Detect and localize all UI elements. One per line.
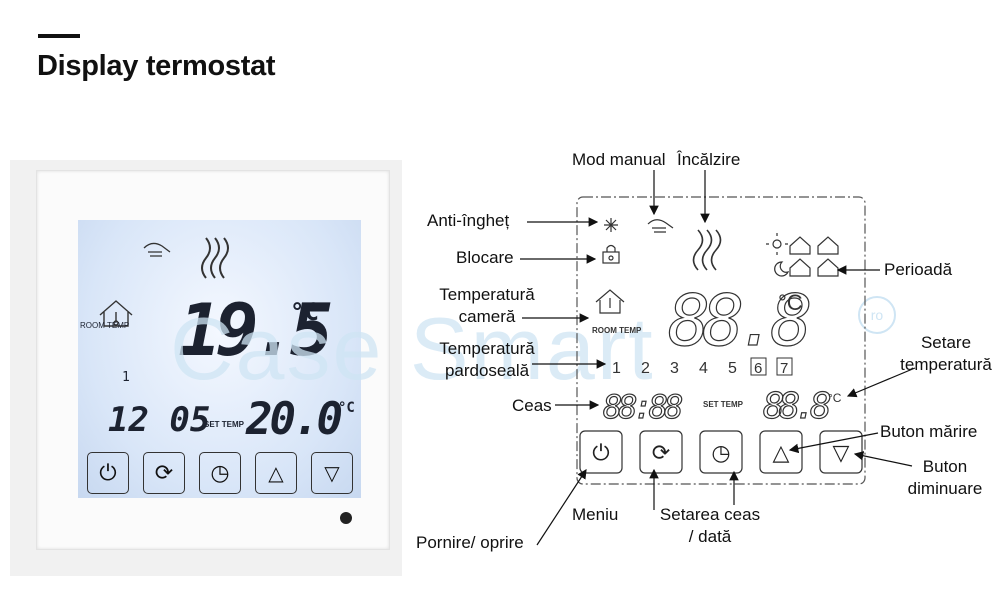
hand-icon: [143, 242, 171, 257]
day-1: 1: [612, 360, 621, 377]
lock-icon: [602, 244, 620, 264]
main-digits: 88.8: [668, 280, 809, 362]
snowflake-icon: [604, 218, 618, 232]
away-night-icon: [817, 258, 839, 277]
clock-icon: ◷: [711, 441, 730, 466]
main-unit: °C: [778, 290, 803, 315]
cycle-icon: ⟳: [154, 460, 174, 485]
menu-button-outline: [639, 430, 683, 474]
thermostat-lcd: ROOM TEMP 19.5 °C 1 12 05 SET TEMP 20.0 …: [78, 220, 361, 498]
room-temp-label: ROOM TEMP: [592, 326, 642, 335]
set-temp-unit: °C: [338, 400, 355, 416]
label-buton-marire: Buton mărire: [880, 422, 978, 441]
power-button[interactable]: ⏻: [87, 452, 129, 494]
day-7: 7: [780, 360, 788, 377]
arrow-up-icon: △: [773, 441, 790, 466]
down-button[interactable]: ▽: [311, 452, 353, 494]
light-sensor: [340, 512, 352, 524]
set-temp-value: 20.0: [246, 394, 343, 445]
label-anti-inghet: Anti-îngheț: [427, 211, 510, 230]
day-6: 6: [754, 360, 762, 377]
room-temp-house-icon: [99, 300, 133, 327]
power-icon: ⏻: [99, 460, 117, 485]
room-temp-label: ROOM TEMP: [80, 321, 130, 330]
power-button-outline: [579, 430, 623, 474]
arrow-up-icon: △: [268, 462, 284, 485]
moon-icon: [774, 261, 790, 277]
heating-icon: [201, 237, 229, 279]
lcd-icons: [99, 237, 229, 327]
away-icon: [817, 236, 839, 255]
arrow-down-icon: ▽: [833, 441, 850, 466]
room-temp-house-icon: [595, 289, 625, 314]
sun-icon: [772, 239, 782, 249]
label-meniu: Meniu: [572, 505, 619, 524]
title-rule: [38, 34, 80, 38]
hand-icon: [647, 219, 674, 233]
callout-arrows: [520, 170, 916, 546]
arrow-down-icon: ▽: [324, 462, 340, 485]
up-button[interactable]: △: [255, 452, 297, 494]
set-temp-label: SET TEMP: [703, 400, 744, 409]
label-blocare: Blocare: [456, 248, 514, 267]
set-unit: °C: [828, 391, 842, 405]
label-incalzire: Încălzire: [677, 150, 741, 169]
diagram-frame: [576, 196, 866, 485]
day-3: 3: [670, 360, 679, 377]
cycle-icon: ⟳: [652, 441, 670, 466]
clock-button-outline: [699, 430, 743, 474]
menu-button[interactable]: ⟳: [143, 452, 185, 494]
label-mod-manual: Mod manual: [572, 150, 666, 169]
label-ceas: Ceas: [512, 396, 552, 415]
page-title: Display termostat: [37, 50, 276, 82]
home-night-icon: [789, 258, 811, 277]
label-pornire-oprire: Pornire/ oprire: [416, 533, 524, 552]
power-icon: ⏻: [592, 441, 609, 466]
clock-button[interactable]: ◷: [199, 452, 241, 494]
clock-digits: 88:88: [603, 388, 682, 426]
room-temp-value: 19.5: [178, 288, 333, 372]
label-perioada: Perioadă: [884, 260, 953, 279]
day-4: 4: [699, 360, 708, 377]
day-indicator: 1: [122, 370, 130, 385]
heating-icon: [692, 229, 722, 271]
label-setarea-ceas: Setarea ceas/ dată: [659, 505, 761, 546]
set-digits: 88.8: [763, 386, 830, 427]
watermark-registered: ro: [858, 296, 896, 334]
day-5: 5: [728, 360, 737, 377]
clock-value: 12 05: [108, 400, 211, 440]
watermark: Case Smart: [170, 299, 655, 398]
period-icons: [766, 233, 839, 277]
room-temp-unit: °C: [290, 298, 319, 326]
day-2: 2: [641, 360, 650, 377]
clock-icon: ◷: [210, 460, 230, 485]
home-icon: [789, 236, 811, 255]
up-button-outline: [759, 430, 803, 474]
set-temp-label: SET TEMP: [204, 420, 245, 429]
